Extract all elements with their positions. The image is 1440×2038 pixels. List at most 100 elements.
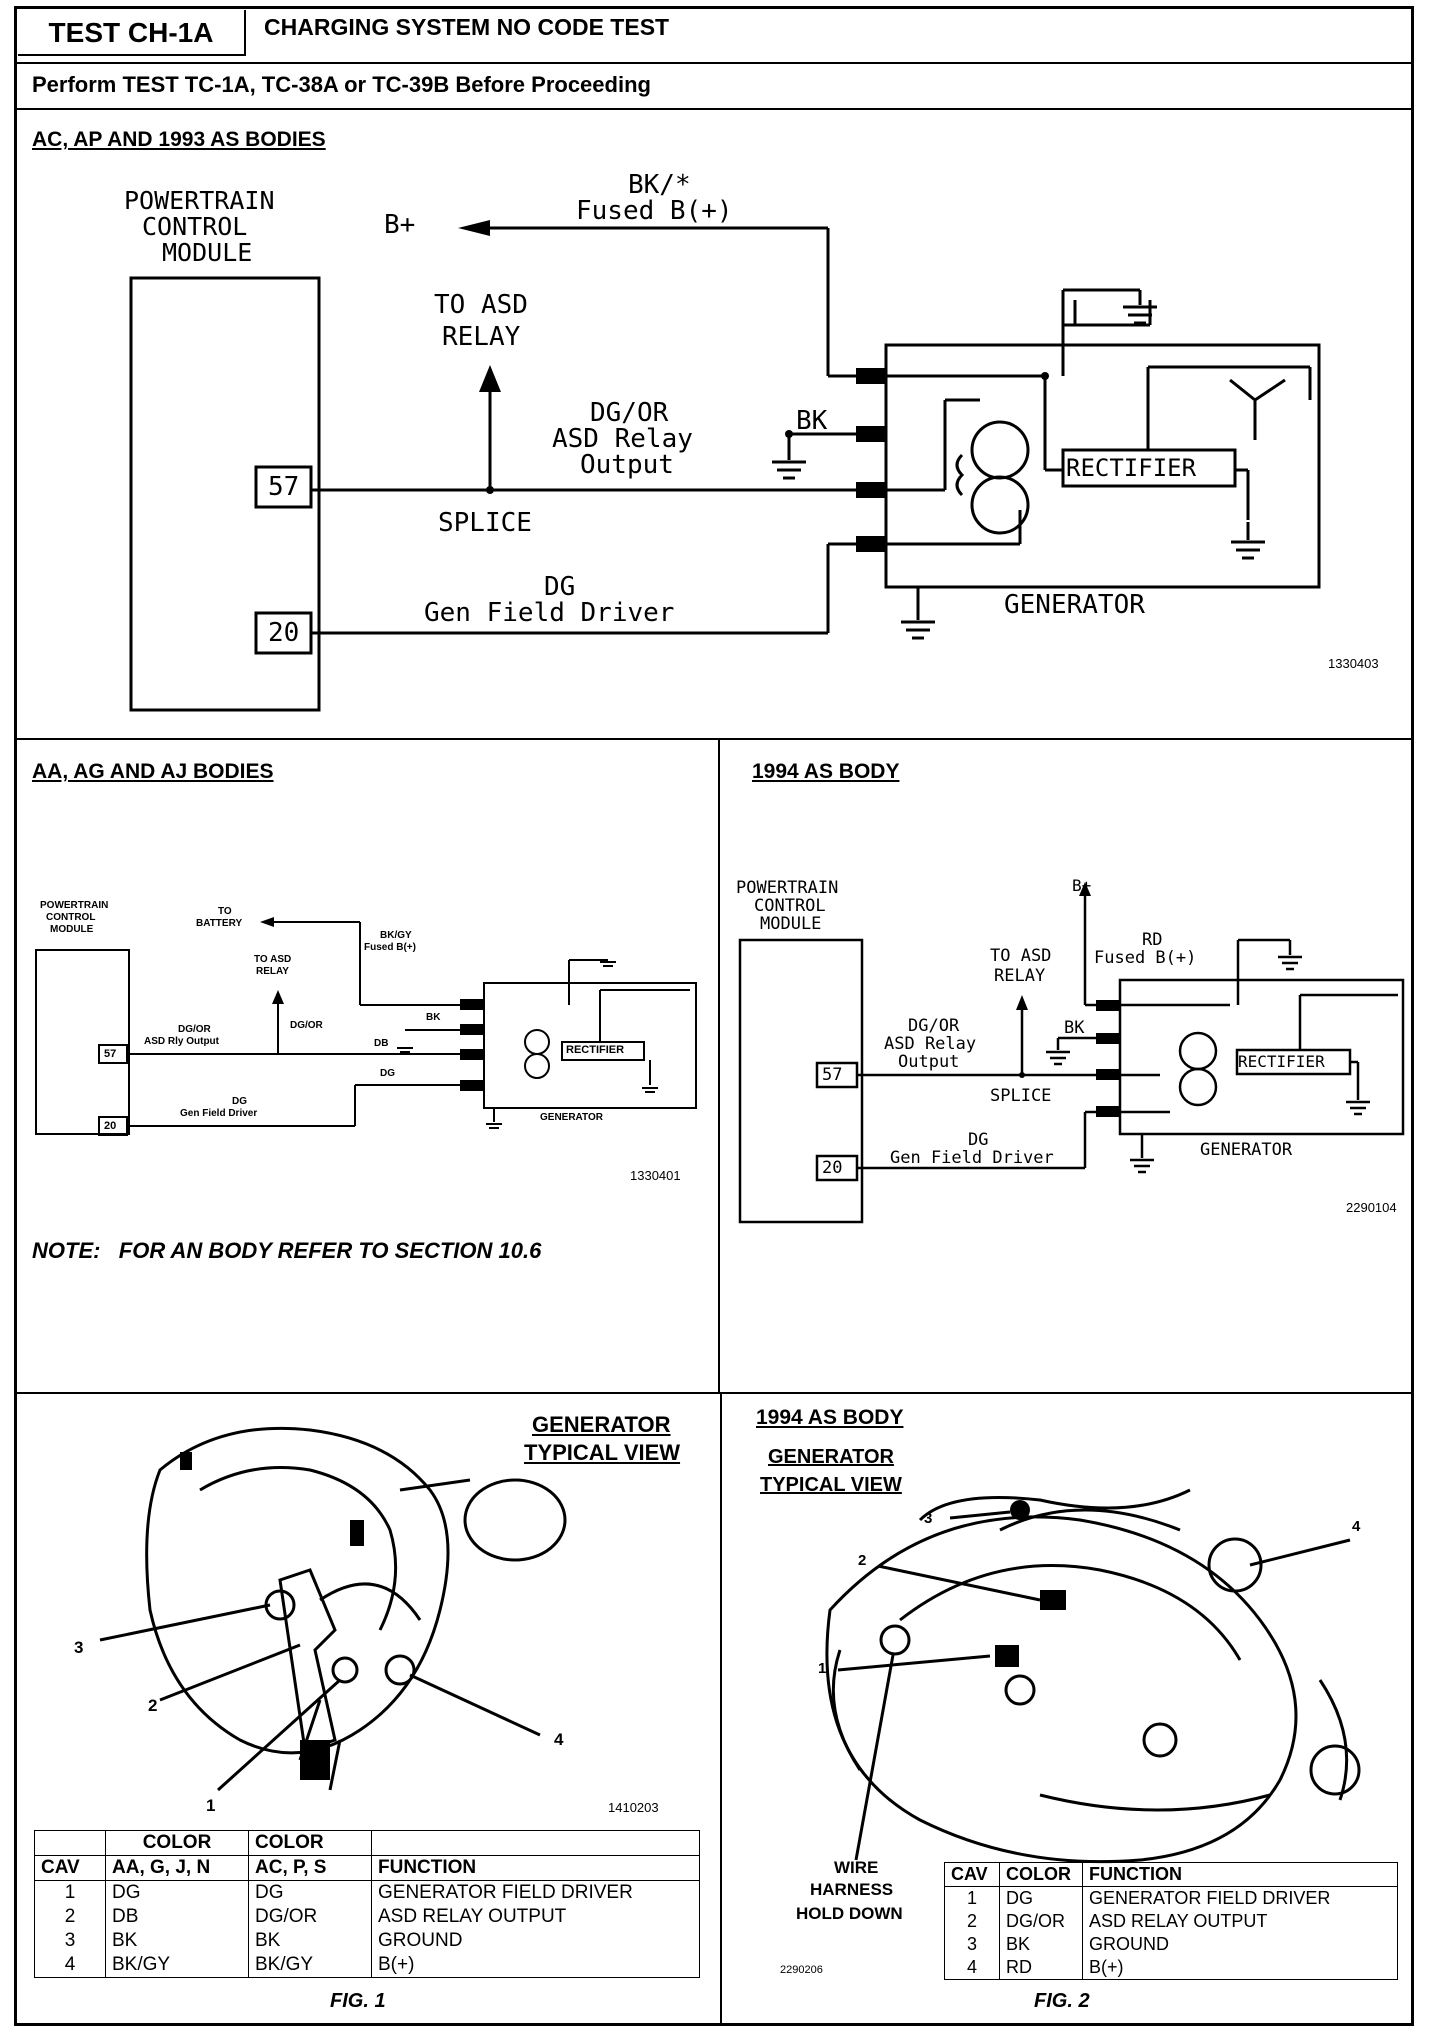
s1-wire-top-2: Fused B(+)	[576, 196, 733, 226]
s2-bk: BK	[426, 1012, 441, 1023]
s3-pcm-1: POWERTRAIN	[736, 878, 839, 898]
fig2-th-function: FUNCTION	[1082, 1862, 1398, 1887]
fig2-callout-4: 4	[1352, 1518, 1361, 1535]
s2-dg: DG	[380, 1068, 395, 1079]
section2-heading: AA, AG AND AJ BODIES	[32, 760, 274, 783]
s3-pin20: 20	[822, 1158, 843, 1178]
s1-generator: GENERATOR	[1004, 590, 1145, 620]
table-row: 3 BK BK GROUND	[34, 1929, 700, 1953]
s2-asd-1: TO ASD	[254, 954, 292, 965]
table-row: 1 DG GENERATOR FIELD DRIVER	[944, 1886, 1398, 1910]
s3-asd-2: RELAY	[994, 966, 1046, 986]
fig1-cell: BK	[105, 1929, 249, 1953]
fig1-callout-4: 4	[554, 1730, 564, 1749]
s2-pcm-2: CONTROL	[46, 912, 96, 923]
fig2-wire-harness-2: HARNESS	[810, 1880, 894, 1899]
s2-gen-field-2: Gen Field Driver	[180, 1108, 258, 1119]
fig1-th-top-1: COLOR	[105, 1830, 249, 1856]
fig1-th-top-3	[371, 1830, 700, 1856]
s3-rd-1: RD	[1142, 930, 1163, 950]
s2-fig-id: 1330401	[630, 1168, 681, 1183]
s3-wire-bot-1: DG	[968, 1130, 989, 1150]
middle-vertical-divider	[718, 738, 720, 1392]
s2-pin57: 57	[104, 1048, 117, 1060]
s2-dgor: DG/OR	[290, 1020, 323, 1031]
fig2-cell: 3	[944, 1933, 1000, 1956]
fig1-cell: BK/GY	[105, 1953, 249, 1978]
generator-box	[884, 343, 1321, 589]
s3-generator: GENERATOR	[1200, 1140, 1293, 1160]
fig1-cell: B(+)	[371, 1953, 700, 1978]
s1-pin57: 57	[268, 472, 300, 502]
s1-asd-2: RELAY	[442, 322, 521, 352]
fig1-cell: DG	[105, 1880, 249, 1905]
s3-bplus: B+	[1072, 876, 1092, 895]
prereq-divider	[14, 108, 1414, 110]
s3-wire-mid-2: ASD Relay	[884, 1034, 977, 1054]
fig1-cell: BK/GY	[248, 1953, 372, 1978]
test-title: CHARGING SYSTEM NO CODE TEST	[264, 14, 670, 40]
section3-schematic	[738, 882, 1405, 1224]
s2-asd-2: RELAY	[256, 966, 289, 977]
s1-pcm-line3: MODULE	[162, 238, 253, 267]
fig1-th-cav: CAV	[34, 1855, 106, 1881]
s2-note: NOTE: FOR AN BODY REFER TO SECTION 10.6	[32, 1238, 542, 1263]
s3-rd-2: Fused B(+)	[1094, 948, 1197, 968]
fig2-heading: 1994 AS BODY	[756, 1406, 904, 1429]
fig1-id: 1410203	[608, 1800, 659, 1815]
fig2-cell: B(+)	[1082, 1956, 1398, 1980]
pcm-box	[129, 276, 321, 712]
s3-pin57: 57	[822, 1065, 843, 1085]
fig2-cell: BK	[999, 1933, 1083, 1956]
s2-gen-field-1: DG	[232, 1096, 247, 1107]
fig1-cell: DB	[105, 1905, 249, 1929]
s2-pcm-1: POWERTRAIN	[40, 900, 109, 911]
fig2-subheading-1: GENERATOR	[768, 1446, 894, 1468]
fig2-callout-3: 3	[924, 1510, 933, 1527]
fig2-cell: GENERATOR FIELD DRIVER	[1082, 1886, 1398, 1910]
s1-bplus: B+	[384, 210, 416, 240]
fig2-cell: ASD RELAY OUTPUT	[1082, 1910, 1398, 1933]
section2-schematic	[35, 917, 697, 1136]
s3-rectifier: RECTIFIER	[1238, 1052, 1325, 1071]
fig1-cell: ASD RELAY OUTPUT	[371, 1905, 700, 1929]
fig2-wire-harness-1: WIRE	[834, 1858, 879, 1877]
fig1-cell: BK	[248, 1929, 372, 1953]
s1-wire-mid-3: Output	[580, 450, 674, 480]
s1-asd-1: TO ASD	[434, 290, 528, 320]
fig1-cell: 4	[34, 1953, 106, 1978]
s1-pin20: 20	[268, 618, 300, 648]
fig1-generator-illustration	[99, 1426, 567, 1792]
section3-heading: 1994 AS BODY	[752, 760, 900, 783]
fig2-wire-harness-3: HOLD DOWN	[796, 1904, 903, 1923]
fig2-callout-1: 1	[818, 1660, 827, 1677]
s2-to-battery-1: TO	[218, 906, 232, 917]
fig1-callout-1: 1	[206, 1796, 216, 1815]
s1-wire-mid-1: DG/OR	[590, 398, 669, 428]
table-row: 4 BK/GY BK/GY B(+)	[34, 1953, 700, 1978]
header-divider	[14, 62, 1414, 64]
s2-dgor-left-1: DG/OR	[178, 1024, 211, 1035]
fig1-th-function: FUNCTION	[371, 1855, 700, 1881]
fig2-subheading-2: TYPICAL VIEW	[760, 1474, 902, 1496]
test-id-box: TEST CH-1A	[18, 10, 246, 56]
fig1-th-top-2: COLOR	[248, 1830, 372, 1856]
s2-db: DB	[374, 1038, 389, 1049]
section1-heading: AC, AP AND 1993 AS BODIES	[32, 128, 326, 151]
s2-rectifier: RECTIFIER	[566, 1044, 625, 1056]
fig2-caption: FIG. 2	[1034, 1990, 1090, 2012]
s3-wire-mid-3: Output	[898, 1052, 960, 1072]
section2-divider	[14, 1392, 1414, 1394]
fig2-th-cav: CAV	[944, 1862, 1000, 1887]
s1-splice: SPLICE	[438, 508, 532, 538]
fig1-th-color2: AC, P, S	[248, 1855, 372, 1881]
fig2-th-color: COLOR	[999, 1862, 1083, 1887]
fig1-cell: GENERATOR FIELD DRIVER	[371, 1880, 700, 1905]
fig1-heading-1: GENERATOR	[532, 1412, 671, 1437]
s3-bk: BK	[1064, 1018, 1085, 1038]
fig1-caption: FIG. 1	[330, 1990, 386, 2012]
s3-splice: SPLICE	[990, 1086, 1052, 1106]
s1-rectifier: RECTIFIER	[1066, 454, 1197, 482]
fig1-cell: 1	[34, 1880, 106, 1905]
